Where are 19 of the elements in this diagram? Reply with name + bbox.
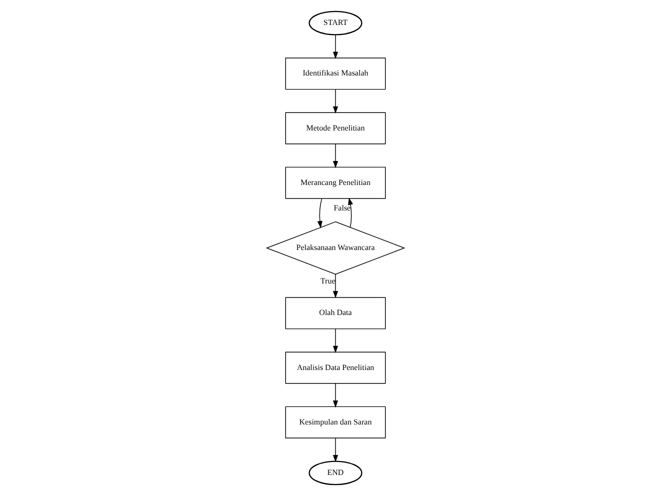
node-box: Analisis Data Penelitian xyxy=(284,352,386,384)
arrow xyxy=(332,383,338,408)
arrow xyxy=(332,34,338,60)
arrow xyxy=(316,198,322,228)
arrow xyxy=(332,438,338,462)
edge-label: False xyxy=(333,203,350,212)
node-ellipse: START xyxy=(308,10,362,36)
node-box: Kesimpulan dan Saran xyxy=(284,406,386,438)
edge-label: True xyxy=(320,276,335,286)
arrow xyxy=(332,144,338,168)
node-box: Merancang Penelitian xyxy=(284,166,386,199)
arrow xyxy=(348,198,353,228)
arrow xyxy=(332,274,338,298)
arrow xyxy=(332,89,338,114)
node-box: Olah Data xyxy=(284,297,386,330)
arrow xyxy=(332,328,338,354)
node-ellipse: END xyxy=(308,460,362,486)
node-box: Identifikasi Masalah xyxy=(284,58,386,90)
node-box: Metode Penelitian xyxy=(284,112,386,144)
